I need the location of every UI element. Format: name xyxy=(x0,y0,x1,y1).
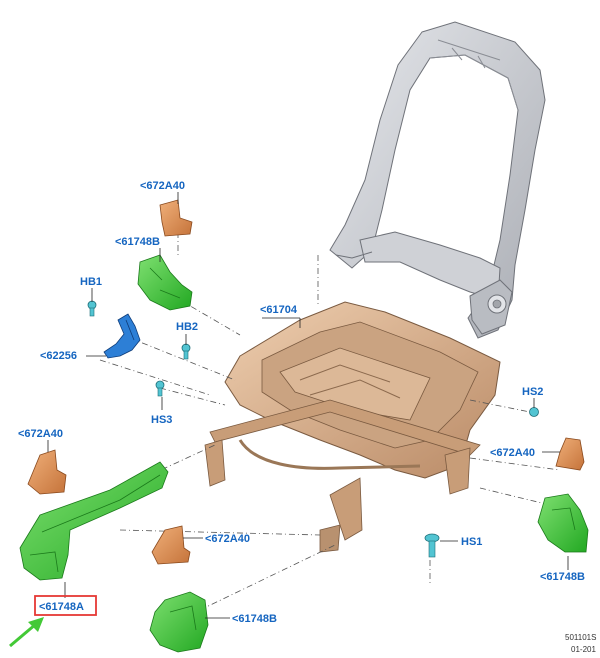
pointer-arrow-icon xyxy=(9,617,44,648)
label-61704: <61704 xyxy=(260,304,298,316)
trim-61748a xyxy=(19,461,169,581)
bracket-672a40-top xyxy=(159,199,193,237)
trim-61748b-bottom xyxy=(149,591,209,653)
footer-code: 501101S xyxy=(565,633,596,642)
label-62256: <62256 xyxy=(40,350,77,362)
label-672a40-bottom: <672A40 xyxy=(205,533,250,545)
fastener-hs3 xyxy=(155,380,165,397)
label-61748b-bottom: <61748B xyxy=(232,613,277,625)
label-61748b-right: <61748B xyxy=(540,571,585,583)
label-hb2: HB2 xyxy=(176,321,198,333)
highlight-box xyxy=(34,595,97,616)
bracket-62256 xyxy=(103,313,141,359)
guide-lines xyxy=(99,232,561,611)
label-hs3: HS3 xyxy=(151,414,172,426)
footer-date: 01-201 xyxy=(571,645,596,654)
leader-lines xyxy=(47,192,569,619)
bracket-672a40-bottom xyxy=(151,525,191,565)
label-672a40-top: <672A40 xyxy=(140,180,185,192)
label-61748b-top: <61748B xyxy=(115,236,160,248)
label-hs2: HS2 xyxy=(522,386,543,398)
label-61748a: <61748A xyxy=(39,601,84,613)
label-672a40-right: <672A40 xyxy=(490,447,535,459)
label-672a40-left: <672A40 xyxy=(18,428,63,440)
fastener-hb2 xyxy=(181,343,191,360)
trim-61748b-right xyxy=(537,493,589,553)
fastener-hb1 xyxy=(87,300,97,317)
bracket-672a40-right xyxy=(555,437,585,471)
bracket-672a40-left xyxy=(27,449,67,495)
seat-cushion-frame xyxy=(204,301,501,553)
trim-61748b-top xyxy=(137,254,193,311)
fastener-hs2 xyxy=(529,407,539,417)
fastener-hs1 xyxy=(424,533,440,558)
seat-back-frame xyxy=(329,21,546,339)
label-hb1: HB1 xyxy=(80,276,102,288)
label-hs1: HS1 xyxy=(461,536,482,548)
